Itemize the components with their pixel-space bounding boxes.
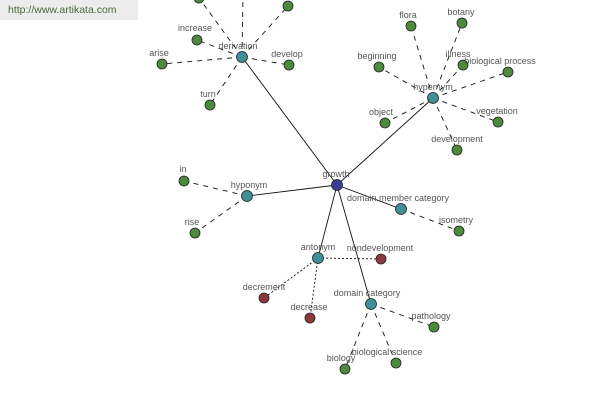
edge — [317, 257, 382, 260]
node-hyponym[interactable] — [241, 190, 253, 202]
label-pathology: pathology — [411, 311, 451, 321]
node-flora[interactable] — [405, 20, 417, 32]
edge-domain-member-category — [336, 184, 402, 210]
node-biological-process[interactable] — [502, 66, 514, 78]
label-development: development — [431, 134, 483, 144]
node-vegetation[interactable] — [492, 116, 504, 128]
edge — [161, 56, 243, 65]
edge — [370, 303, 435, 328]
label-domain-category: domain category — [334, 288, 401, 298]
label-beginning: beginning — [357, 51, 396, 61]
label-develop: develop — [271, 49, 303, 59]
labels: growth derivation hypernym hyponym domai… — [149, 7, 536, 363]
node-rise[interactable] — [189, 227, 201, 239]
label-biological-science: biological science — [352, 347, 423, 357]
node-offscreen[interactable] — [193, 0, 205, 4]
edge — [378, 66, 434, 99]
node-biological-science[interactable] — [390, 357, 402, 369]
label-botany: botany — [447, 7, 475, 17]
label-in: in — [179, 164, 186, 174]
edge — [344, 303, 372, 370]
label-derivation: derivation — [218, 41, 257, 51]
edge — [432, 71, 509, 99]
node-turn[interactable] — [204, 99, 216, 111]
nodes — [156, 0, 514, 375]
node-offscreen[interactable] — [282, 0, 294, 12]
label-nondevelopment: nondevelopment — [347, 243, 414, 253]
edge — [241, 56, 290, 66]
edge — [432, 64, 464, 99]
node-pathology[interactable] — [428, 321, 440, 333]
node-isometry[interactable] — [453, 225, 465, 237]
site-url-watermark[interactable]: http://www.artikata.com — [0, 0, 138, 20]
node-develop[interactable] — [283, 59, 295, 71]
edge-domain-category — [336, 184, 372, 305]
node-domain-member-category[interactable] — [395, 203, 407, 215]
node-derivation[interactable] — [236, 51, 248, 63]
label-domain-member-category: domain member category — [347, 193, 450, 203]
label-illness: illness — [445, 49, 471, 59]
node-botany[interactable] — [456, 17, 468, 29]
node-decrement[interactable] — [258, 292, 270, 304]
edge — [199, 0, 243, 58]
label-increase: increase — [178, 23, 212, 33]
label-hypernym: hypernym — [413, 82, 453, 92]
label-decrease: decrease — [290, 302, 327, 312]
label-isometry: isometry — [439, 215, 474, 225]
node-illness[interactable] — [457, 59, 469, 71]
edge-antonym — [317, 184, 338, 259]
node-growth[interactable] — [331, 179, 343, 191]
edge — [183, 180, 248, 197]
edge — [196, 39, 243, 58]
edge-hypernym — [336, 97, 434, 186]
label-hyponym: hyponym — [231, 180, 268, 190]
node-increase[interactable] — [191, 34, 203, 46]
label-turn: turn — [200, 89, 216, 99]
node-domain-category[interactable] — [365, 298, 377, 310]
label-vegetation: vegetation — [476, 106, 518, 116]
edge — [410, 25, 434, 99]
node-in[interactable] — [178, 175, 190, 187]
edge — [194, 195, 248, 234]
label-antonym: antonym — [301, 242, 336, 252]
node-nondevelopment[interactable] — [375, 253, 387, 265]
node-biology[interactable] — [339, 363, 351, 375]
edge — [241, 0, 244, 58]
label-object: object — [369, 107, 394, 117]
edge — [370, 303, 397, 364]
label-biology: biology — [327, 353, 356, 363]
label-growth: growth — [322, 169, 349, 179]
label-flora: flora — [399, 10, 417, 20]
node-antonym[interactable] — [312, 252, 324, 264]
edges — [161, 0, 509, 370]
node-arise[interactable] — [156, 58, 168, 70]
node-decrease[interactable] — [304, 312, 316, 324]
label-arise: arise — [149, 48, 169, 58]
edge — [263, 257, 319, 299]
node-object[interactable] — [379, 117, 391, 129]
label-decrement: decrement — [243, 282, 286, 292]
edge — [432, 97, 499, 123]
node-beginning[interactable] — [373, 61, 385, 73]
edge — [400, 208, 460, 232]
edge — [432, 22, 463, 99]
edge — [241, 5, 289, 58]
edge-derivation — [241, 56, 338, 186]
node-development[interactable] — [451, 144, 463, 156]
label-rise: rise — [185, 217, 200, 227]
edge-hyponym — [246, 184, 338, 197]
node-hypernym[interactable] — [427, 92, 439, 104]
label-biological-process: biological process — [464, 56, 536, 66]
